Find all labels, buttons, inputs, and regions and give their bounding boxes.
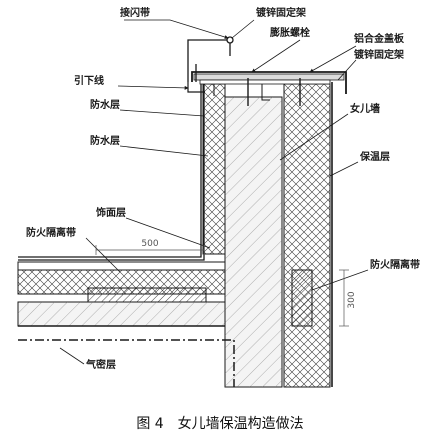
label-waterproof-2: 防水层 bbox=[90, 134, 120, 147]
label-alu-cover: 铝合金盖板 bbox=[354, 32, 405, 45]
dimension-vertical: 300 bbox=[347, 291, 357, 308]
label-galv-bracket-top: 镀锌固定架 bbox=[256, 6, 306, 19]
label-expansion-bolt: 膨胀螺栓 bbox=[270, 26, 310, 39]
leader-lines bbox=[59, 19, 369, 365]
waterproof-membrane bbox=[18, 82, 205, 261]
label-airtight-layer: 气密层 bbox=[85, 358, 116, 371]
label-down-conductor: 引下线 bbox=[74, 74, 104, 87]
fire-barrier-vertical bbox=[291, 269, 313, 327]
label-finish-layer: 饰面层 bbox=[96, 206, 126, 219]
label-insulation: 保温层 bbox=[359, 150, 390, 163]
label-waterproof-1: 防水层 bbox=[90, 98, 120, 111]
label-fire-barrier-right: 防火隔离带 bbox=[370, 258, 420, 271]
airtight-layer-line bbox=[18, 339, 235, 387]
roof-slab bbox=[17, 261, 226, 327]
dimension-horizontal: 500 bbox=[141, 239, 158, 249]
figure-caption: 图 4 女儿墙保温构造做法 bbox=[136, 415, 303, 432]
dimension-lines bbox=[95, 245, 349, 327]
parapet-cap bbox=[191, 71, 347, 106]
label-flashing-strip: 接闪带 bbox=[120, 6, 150, 19]
label-parapet: 女儿墙 bbox=[350, 102, 380, 115]
parapet-wall bbox=[202, 82, 333, 388]
down-conductor bbox=[187, 82, 205, 93]
label-fire-barrier-left: 防火隔离带 bbox=[26, 226, 76, 239]
label-galv-bracket-right: 镀锌固定架 bbox=[354, 48, 404, 61]
